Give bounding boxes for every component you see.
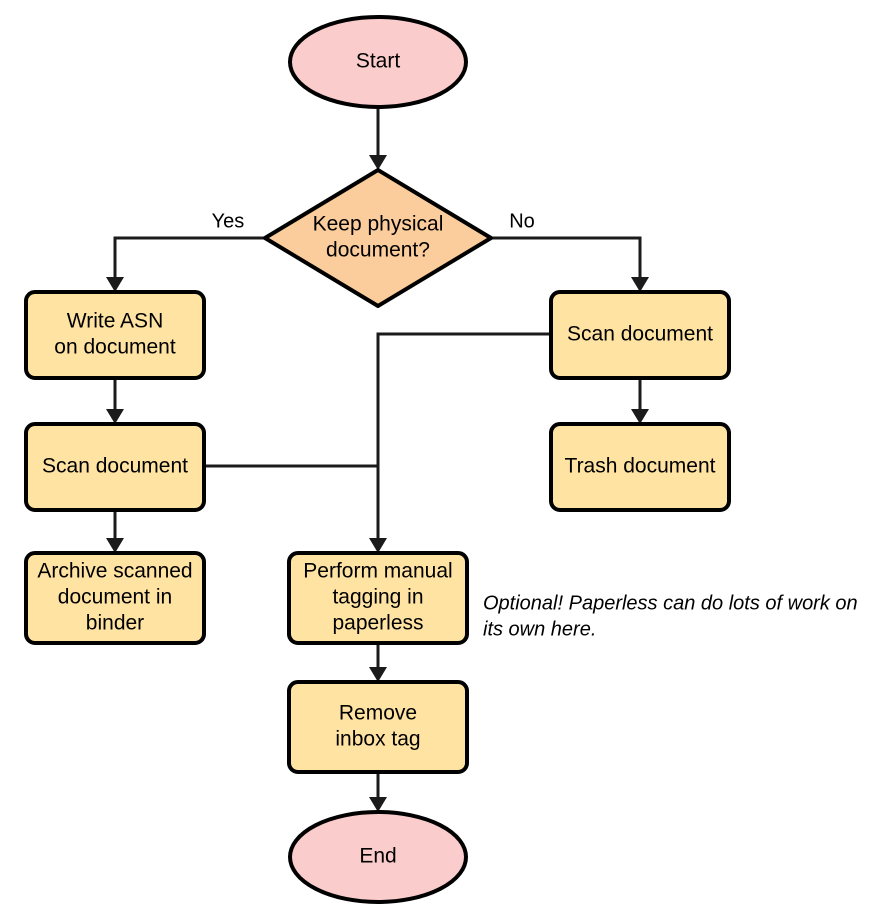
- process-shape: [24, 551, 206, 645]
- arrowhead-icon: [369, 155, 387, 170]
- terminator-shape: [288, 810, 468, 904]
- process-shape: [24, 290, 206, 380]
- node-scan-left[interactable]: Scan document: [24, 422, 206, 512]
- edge-scan-left-to-archive: [106, 510, 124, 553]
- node-label: Remove: [339, 702, 417, 725]
- node-label: on document: [54, 336, 176, 359]
- node-label: Archive scanned: [37, 560, 192, 583]
- edge-start-to-decision: [369, 107, 387, 170]
- arrowhead-icon: [369, 667, 387, 682]
- node-label: Write ASN: [67, 310, 163, 333]
- arrowhead-icon: [106, 409, 124, 424]
- edge-label: Yes: [212, 210, 245, 232]
- node-label: inbox tag: [335, 728, 420, 751]
- process-shape: [287, 551, 469, 645]
- node-keep-physical[interactable]: Keep physical document?: [263, 168, 493, 308]
- node-manual-tagging[interactable]: Perform manual tagging in paperless: [287, 551, 469, 645]
- process-shape: [287, 680, 469, 774]
- node-label: End: [359, 845, 396, 868]
- node-archive-binder[interactable]: Archive scanned document in binder: [24, 551, 206, 645]
- annotation-line: Optional! Paperless can do lots of work …: [483, 592, 858, 614]
- node-label: Trash document: [565, 455, 716, 478]
- node-start[interactable]: Start: [288, 15, 468, 109]
- edge-scan-right-to-manual-tagging: [369, 332, 551, 553]
- arrowhead-icon: [369, 797, 387, 812]
- terminator-shape: [288, 15, 468, 109]
- edge-path: [491, 236, 642, 286]
- node-label: document in: [58, 586, 172, 609]
- node-label: document?: [326, 239, 430, 262]
- annotation-line: its own here.: [483, 618, 596, 640]
- node-end[interactable]: End: [288, 810, 468, 904]
- edges-layer: Yes No: [106, 107, 649, 812]
- annotations-layer: Optional! Paperless can do lots of work …: [483, 592, 858, 640]
- annotation-optional-note: Optional! Paperless can do lots of work …: [483, 592, 858, 640]
- arrowhead-icon: [369, 538, 387, 553]
- node-label: Keep physical: [313, 213, 444, 236]
- edge-remove-inbox-to-end: [369, 772, 387, 812]
- process-shape: [24, 422, 206, 512]
- node-scan-right[interactable]: Scan document: [549, 290, 731, 380]
- edge-manual-tagging-to-remove-inbox: [369, 643, 387, 682]
- arrowhead-icon: [106, 277, 124, 292]
- arrowhead-icon: [631, 277, 649, 292]
- node-remove-inbox[interactable]: Remove inbox tag: [287, 680, 469, 774]
- arrowhead-icon: [106, 538, 124, 553]
- node-label: binder: [86, 612, 144, 635]
- node-label: Start: [356, 50, 401, 73]
- edge-write-asn-to-scan-left: [106, 378, 124, 424]
- process-shape: [549, 290, 731, 380]
- node-label: Scan document: [567, 323, 713, 346]
- edge-decision-no-to-scan-right: No: [491, 210, 649, 292]
- node-write-asn[interactable]: Write ASN on document: [24, 290, 206, 380]
- node-label: paperless: [332, 612, 423, 635]
- arrowhead-icon: [631, 409, 649, 424]
- edge-path: [113, 236, 265, 286]
- node-label: tagging in: [332, 586, 423, 609]
- node-label: Perform manual: [303, 560, 452, 583]
- process-shape: [549, 422, 731, 512]
- edge-decision-yes-to-write-asn: Yes: [106, 210, 265, 292]
- edge-path: [376, 332, 551, 547]
- node-label: Scan document: [42, 455, 188, 478]
- edge-scan-right-to-trash: [631, 378, 649, 424]
- edge-label: No: [509, 210, 535, 232]
- decision-shape: [263, 168, 493, 308]
- node-trash[interactable]: Trash document: [549, 422, 731, 512]
